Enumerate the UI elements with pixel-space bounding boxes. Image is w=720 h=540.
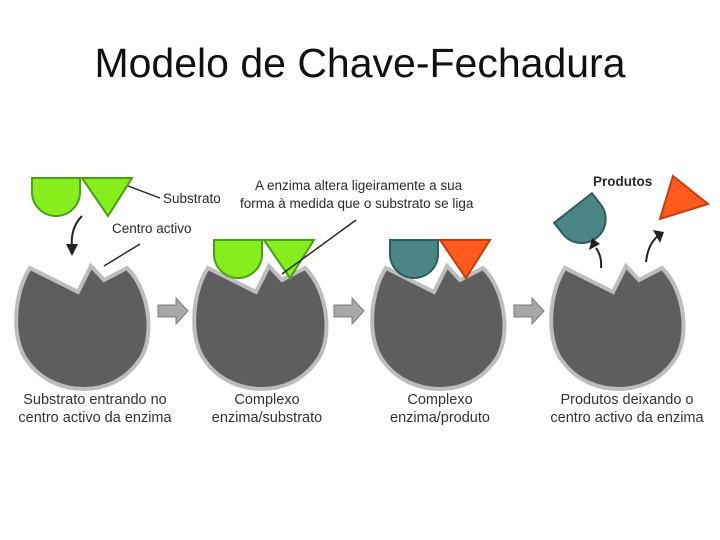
enzyme-3 [370, 264, 507, 391]
caption-4-line1: Produtos deixando o [560, 392, 693, 408]
substrate-label: Substrato [163, 191, 221, 206]
shape-change-label-line2: forma à medida que o substrato se liga [240, 196, 474, 211]
stage-3 [370, 239, 507, 391]
substrate-semicircle-1 [31, 177, 81, 217]
product-semicircle [389, 239, 439, 279]
substrate-1 [31, 177, 133, 217]
products-label: Produtos [593, 174, 652, 189]
leaving-arrow-left [595, 247, 603, 269]
stage-1: Substrato Centro activo [14, 177, 221, 391]
caption-2-line2: enzima/substrato [212, 410, 322, 426]
caption-1-line1: Substrato entrando no [23, 392, 167, 408]
entry-arrowhead [66, 244, 78, 256]
stage-4: Produtos [549, 174, 711, 391]
slide-title: Modelo de Chave-Fechadura [94, 40, 626, 86]
shape-change-label-line1: A enzima altera ligeiramente a sua [255, 178, 463, 193]
substrate-pointer-line [127, 185, 161, 199]
leaving-arrowhead-right [653, 230, 664, 243]
step-arrow-1 [157, 296, 189, 326]
substrate-triangle-1 [81, 177, 133, 217]
released-product-teal [553, 192, 617, 254]
active-site-pointer-line [103, 243, 141, 267]
step-arrow-3 [513, 296, 545, 326]
caption-4-line2: centro activo da enzima [550, 410, 704, 426]
caption-3-line1: Complexo [407, 392, 472, 408]
leaving-arrow-right [645, 235, 659, 263]
released-product-red [658, 174, 711, 221]
enzyme-2 [192, 264, 329, 391]
enzyme-1 [14, 264, 151, 391]
substrate-semicircle-2 [213, 239, 263, 279]
stage-2 [192, 239, 329, 391]
entry-arrow [70, 215, 83, 249]
step-arrow-2 [333, 296, 365, 326]
enzyme-4 [549, 264, 686, 391]
caption-3-line2: enzima/produto [390, 410, 490, 426]
caption-1-line2: centro activo da enzima [18, 410, 172, 426]
leaving-arrowhead-left [589, 238, 600, 250]
shape-change-pointer-line [281, 219, 357, 275]
caption-2-line1: Complexo [234, 392, 299, 408]
active-site-label: Centro activo [112, 221, 192, 236]
